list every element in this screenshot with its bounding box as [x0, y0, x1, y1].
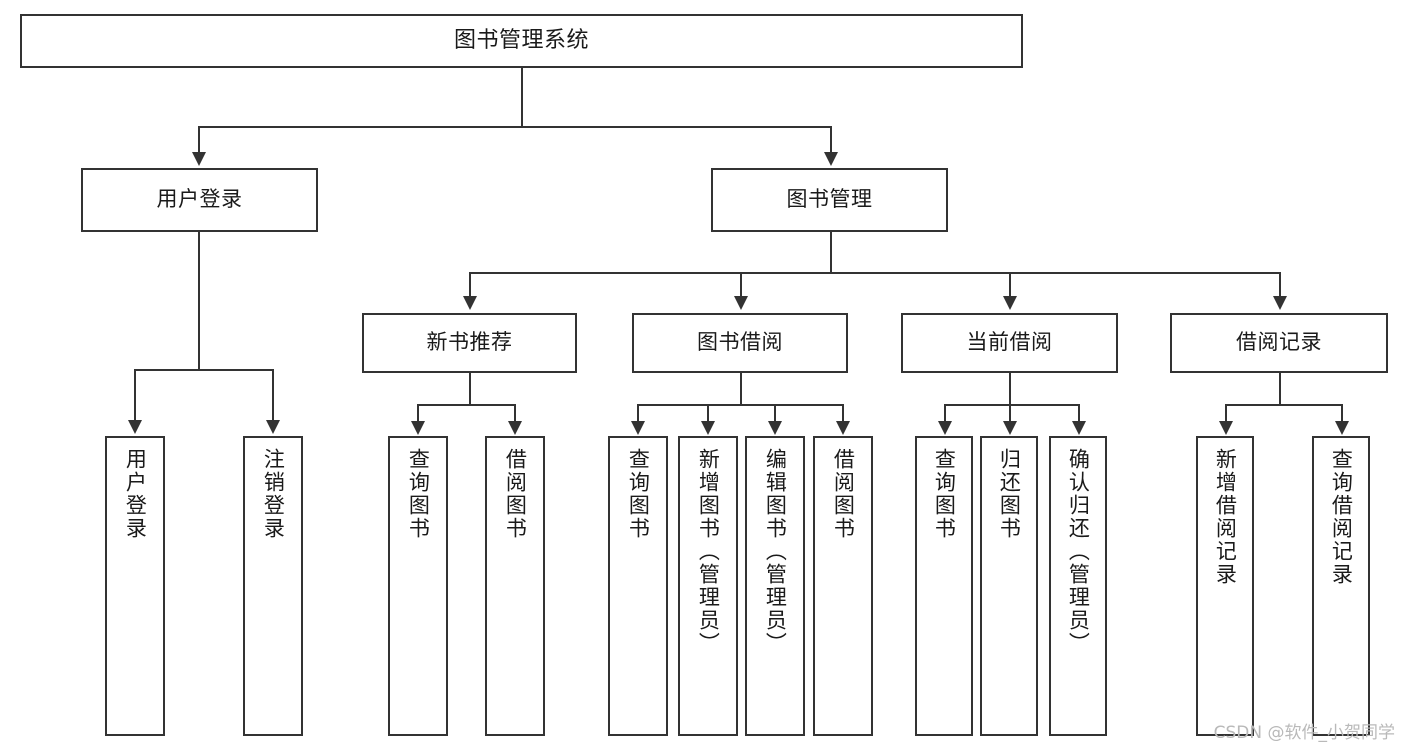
node-label: 图书管理系统	[453, 27, 589, 53]
arrowhead-leaf-borrow-add	[701, 421, 715, 435]
node-label: 借阅记录	[1236, 330, 1322, 355]
node-label: 编辑图书（管理员）	[763, 448, 788, 655]
connector-new-book-drop-2	[514, 404, 516, 422]
arrowhead-borrow-record	[1273, 296, 1287, 310]
arrowhead-user-login	[192, 152, 206, 166]
node-root-book-management-system[interactable]: 图书管理系统	[20, 14, 1023, 68]
connector-current-borrow-drop-3	[1078, 404, 1080, 422]
connector-book-mgmt-drop-1	[469, 272, 471, 297]
connector-borrow-record-drop-1	[1225, 404, 1227, 422]
connector-user-login-stem	[198, 232, 200, 370]
node-label: 用户登录	[156, 187, 243, 212]
arrowhead-current-borrow	[1003, 296, 1017, 310]
connector-user-login-bus	[134, 369, 273, 371]
arrowhead-leaf-logout	[266, 420, 280, 434]
connector-user-login-drop-2	[272, 369, 274, 421]
arrowhead-leaf-current-confirm	[1072, 421, 1086, 435]
node-book-management[interactable]: 图书管理	[711, 168, 948, 232]
node-user-login[interactable]: 用户登录	[81, 168, 318, 232]
connector-root-to-book-mgmt	[830, 126, 832, 154]
arrowhead-leaf-borrow-borrow	[836, 421, 850, 435]
node-label: 查询图书	[406, 448, 431, 540]
connector-new-book-bus	[417, 404, 515, 406]
node-label: 借阅图书	[831, 448, 856, 540]
node-label: 图书借阅	[697, 330, 783, 355]
connector-book-borrow-drop-2	[707, 404, 709, 422]
node-label: 确认归还（管理员）	[1066, 448, 1091, 655]
leaf-borrow-query-book[interactable]: 查询图书	[608, 436, 668, 736]
arrowhead-leaf-record-query	[1335, 421, 1349, 435]
node-label: 用户登录	[123, 448, 148, 540]
connector-new-book-drop-1	[417, 404, 419, 422]
connector-book-borrow-drop-3	[774, 404, 776, 422]
connector-current-borrow-stem	[1009, 373, 1011, 405]
leaf-record-add-record[interactable]: 新增借阅记录	[1196, 436, 1254, 736]
leaf-newbook-query-book[interactable]: 查询图书	[388, 436, 448, 736]
node-label: 借阅图书	[503, 448, 528, 540]
arrowhead-leaf-newbook-borrow	[508, 421, 522, 435]
leaf-logout[interactable]: 注销登录	[243, 436, 303, 736]
node-label: 新书推荐	[426, 330, 513, 355]
connector-book-mgmt-drop-3	[1009, 272, 1011, 297]
connector-book-borrow-drop-4	[842, 404, 844, 422]
leaf-current-confirm-return-admin[interactable]: 确认归还（管理员）	[1049, 436, 1107, 736]
connector-book-mgmt-stem	[830, 232, 832, 273]
leaf-newbook-borrow-book[interactable]: 借阅图书	[485, 436, 545, 736]
arrowhead-leaf-newbook-query	[411, 421, 425, 435]
leaf-record-query-record[interactable]: 查询借阅记录	[1312, 436, 1370, 736]
arrowhead-leaf-current-query	[938, 421, 952, 435]
node-label: 图书管理	[786, 187, 873, 212]
connector-user-login-drop-1	[134, 369, 136, 421]
arrowhead-leaf-borrow-edit	[768, 421, 782, 435]
node-current-borrow[interactable]: 当前借阅	[901, 313, 1118, 373]
connector-root-stem	[521, 68, 523, 127]
arrowhead-book-mgmt	[824, 152, 838, 166]
node-label: 归还图书	[997, 448, 1022, 540]
connector-borrow-record-bus	[1225, 404, 1342, 406]
node-label: 查询图书	[626, 448, 651, 540]
connector-book-mgmt-drop-2	[740, 272, 742, 297]
connector-current-borrow-drop-1	[944, 404, 946, 422]
node-label: 新增借阅记录	[1213, 448, 1238, 586]
node-label: 新增图书（管理员）	[696, 448, 721, 655]
connector-current-borrow-drop-2	[1009, 404, 1011, 422]
connector-borrow-record-stem	[1279, 373, 1281, 405]
connector-root-bus	[198, 126, 832, 128]
arrowhead-leaf-record-add	[1219, 421, 1233, 435]
node-label: 查询图书	[932, 448, 957, 540]
node-label: 查询借阅记录	[1329, 448, 1354, 586]
connector-book-borrow-drop-1	[637, 404, 639, 422]
connector-root-to-user-login	[198, 126, 200, 154]
leaf-borrow-edit-book-admin[interactable]: 编辑图书（管理员）	[745, 436, 805, 736]
connector-book-mgmt-drop-4	[1279, 272, 1281, 297]
connector-new-book-stem	[469, 373, 471, 405]
node-book-borrow[interactable]: 图书借阅	[632, 313, 848, 373]
arrowhead-book-borrow	[734, 296, 748, 310]
leaf-current-return-book[interactable]: 归还图书	[980, 436, 1038, 736]
arrowhead-new-book	[463, 296, 477, 310]
node-label: 注销登录	[261, 448, 286, 540]
connector-current-borrow-bus	[944, 404, 1079, 406]
node-borrow-record[interactable]: 借阅记录	[1170, 313, 1388, 373]
arrowhead-leaf-user-login	[128, 420, 142, 434]
connector-book-mgmt-bus	[469, 272, 1280, 274]
connector-book-borrow-stem	[740, 373, 742, 405]
leaf-current-query-book[interactable]: 查询图书	[915, 436, 973, 736]
leaf-user-login[interactable]: 用户登录	[105, 436, 165, 736]
node-new-book-recommend[interactable]: 新书推荐	[362, 313, 577, 373]
connector-borrow-record-drop-2	[1341, 404, 1343, 422]
arrowhead-leaf-borrow-query	[631, 421, 645, 435]
leaf-borrow-borrow-book[interactable]: 借阅图书	[813, 436, 873, 736]
leaf-borrow-add-book-admin[interactable]: 新增图书（管理员）	[678, 436, 738, 736]
arrowhead-leaf-current-return	[1003, 421, 1017, 435]
connector-book-borrow-bus	[637, 404, 843, 406]
node-label: 当前借阅	[966, 330, 1053, 355]
